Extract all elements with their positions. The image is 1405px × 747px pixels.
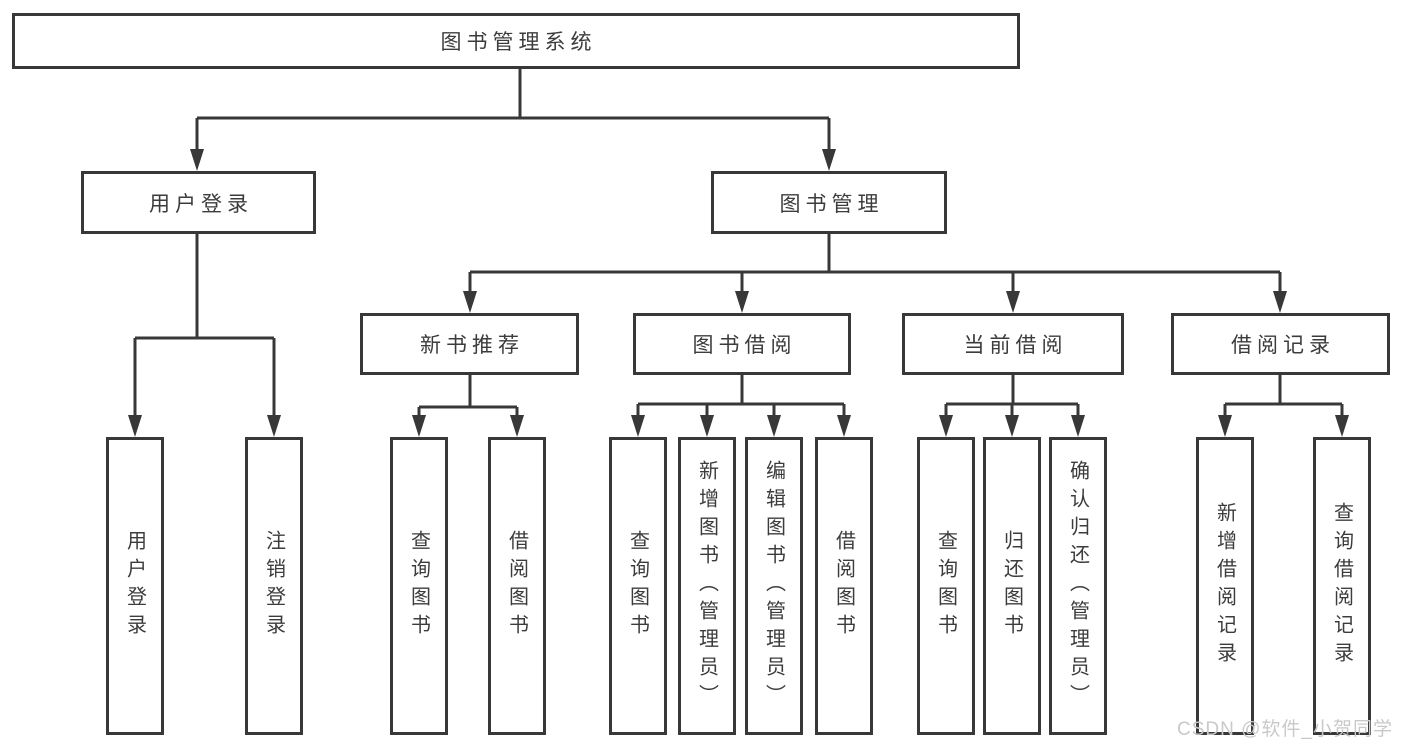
node-label: 图书管理系统 xyxy=(440,31,597,54)
node-label: 查询图书 xyxy=(934,530,957,642)
node-label: 查询图书 xyxy=(626,530,649,642)
leaf-user-login: 用户登录 xyxy=(106,437,164,735)
leaf-query-borrow-record: 查询借阅记录 xyxy=(1313,437,1371,735)
node-user-login: 用户登录 xyxy=(81,171,316,234)
node-new-book-recommend: 新书推荐 xyxy=(360,313,579,375)
leaf-recommend-query-books: 查询图书 xyxy=(390,437,448,735)
node-library-management-system: 图书管理系统 xyxy=(12,13,1020,69)
leaf-borrow-query-books: 查询图书 xyxy=(609,437,667,735)
node-label: 当前借阅 xyxy=(963,334,1068,357)
node-label: 查询图书 xyxy=(407,530,430,642)
leaf-edit-books-admin: 编辑图书（管理员） xyxy=(745,437,803,735)
node-label: 查询借阅记录 xyxy=(1330,502,1353,670)
node-book-borrow: 图书借阅 xyxy=(633,313,851,375)
leaf-borrow-books: 借阅图书 xyxy=(815,437,873,735)
node-label: 新书推荐 xyxy=(420,334,524,357)
node-label: 新增图书（管理员） xyxy=(695,460,718,712)
node-label: 归还图书 xyxy=(1000,530,1023,642)
node-label: 确认归还（管理员） xyxy=(1066,460,1089,712)
leaf-return-books: 归还图书 xyxy=(983,437,1041,735)
node-label: 用户登录 xyxy=(123,530,146,642)
leaf-current-query-books: 查询图书 xyxy=(917,437,975,735)
leaf-confirm-return-admin: 确认归还（管理员） xyxy=(1049,437,1107,735)
node-current-borrow: 当前借阅 xyxy=(902,313,1124,375)
node-label: 图书借阅 xyxy=(692,334,797,357)
leaf-add-books-admin: 新增图书（管理员） xyxy=(678,437,736,735)
leaf-recommend-borrow-books: 借阅图书 xyxy=(488,437,546,735)
node-label: 借阅图书 xyxy=(505,530,528,642)
watermark: CSDN @软件_小贺同学 xyxy=(1177,719,1393,740)
node-label: 新增借阅记录 xyxy=(1213,502,1236,670)
node-label: 借阅图书 xyxy=(832,530,855,642)
leaf-logout: 注销登录 xyxy=(245,437,303,735)
node-label: 借阅记录 xyxy=(1231,334,1335,357)
node-label: 图书管理 xyxy=(779,192,884,216)
node-label: 注销登录 xyxy=(262,530,285,642)
node-label: 用户登录 xyxy=(149,192,253,216)
leaf-add-borrow-record: 新增借阅记录 xyxy=(1196,437,1254,735)
node-borrow-records: 借阅记录 xyxy=(1171,313,1390,375)
node-book-management: 图书管理 xyxy=(711,171,947,234)
node-label: 编辑图书（管理员） xyxy=(762,460,785,712)
